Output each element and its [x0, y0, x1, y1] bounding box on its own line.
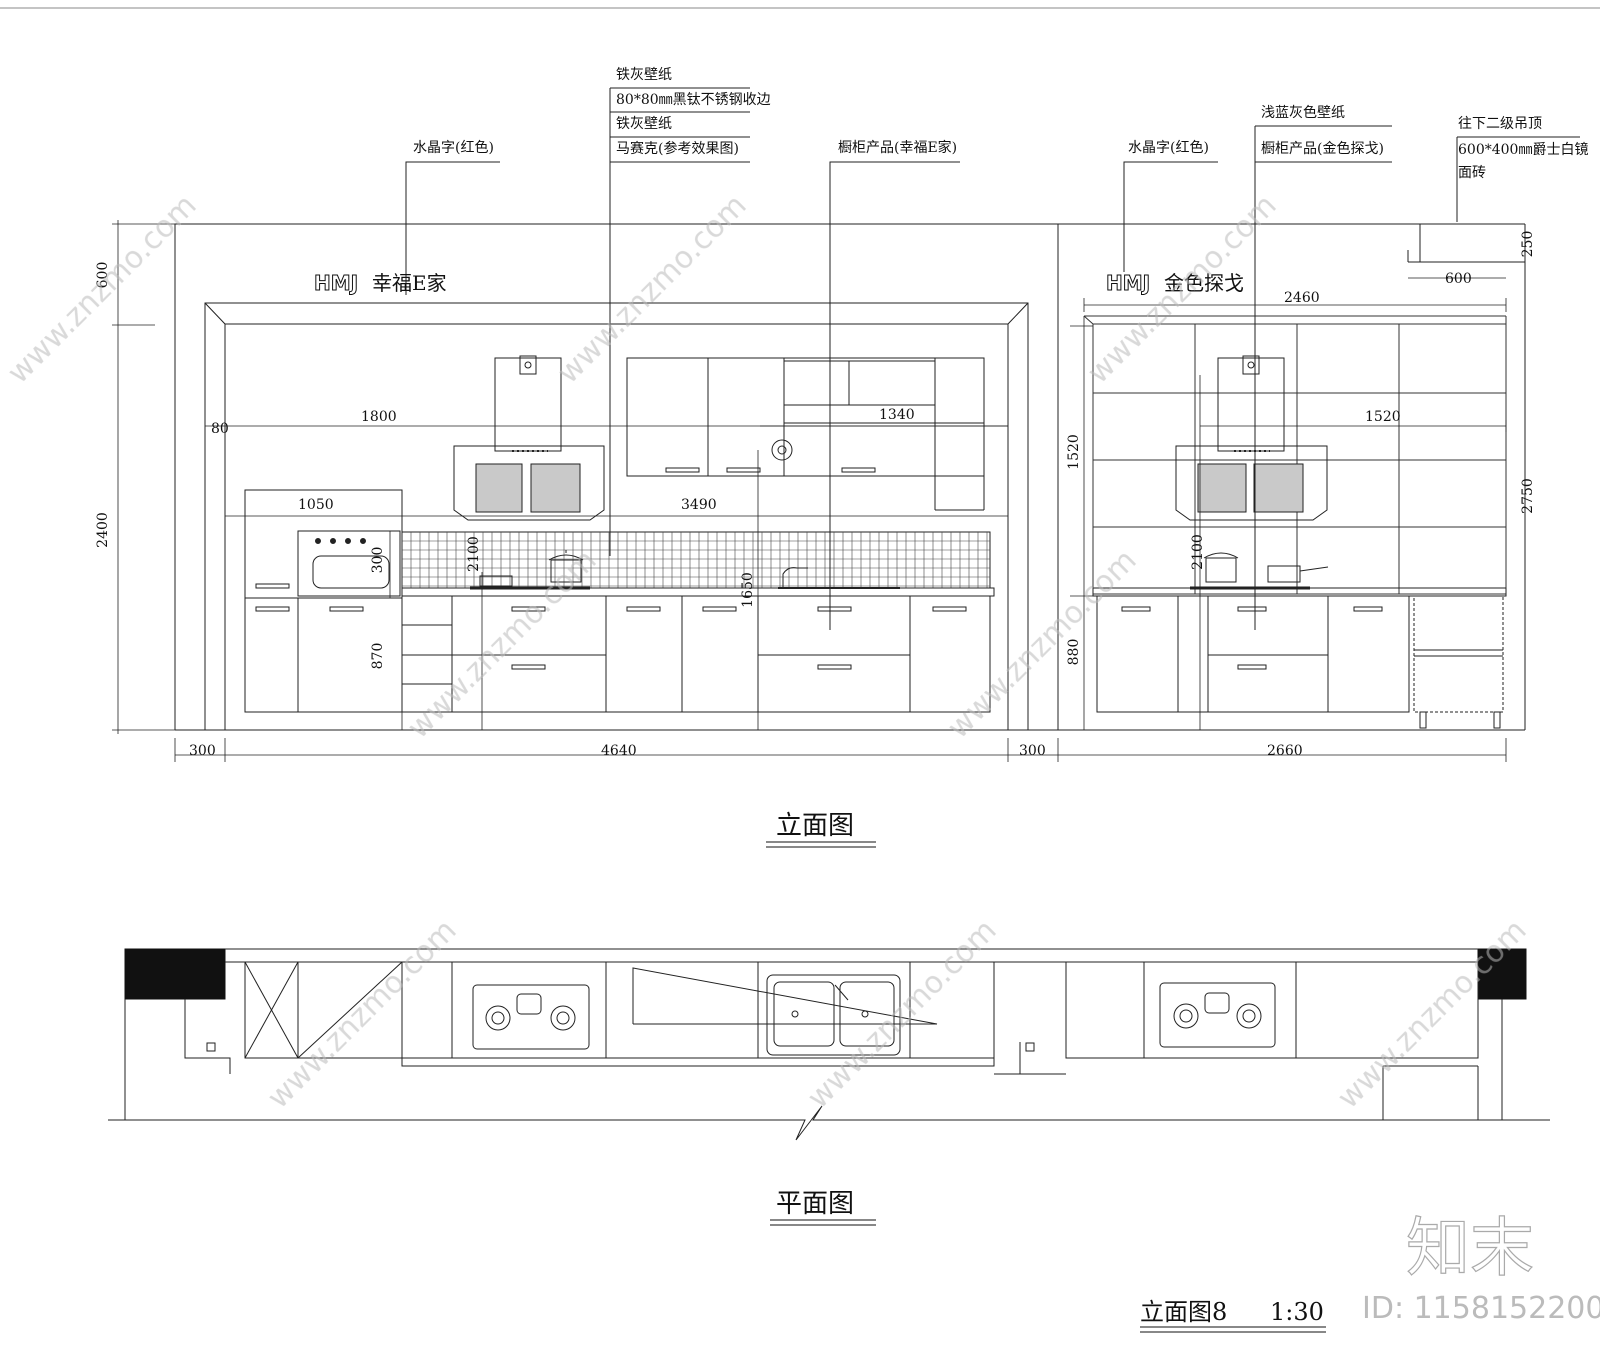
- brand-logo-right: HMJ: [1106, 271, 1150, 295]
- dim-80: 80: [211, 421, 229, 437]
- callout-ceiling-3: 面砖: [1458, 165, 1486, 181]
- base-cabinets-right: [1092, 552, 1507, 729]
- plan-title: 平面图: [776, 1189, 854, 1219]
- sink-plan: [766, 974, 901, 1056]
- sign-left: 幸福E家: [372, 271, 447, 295]
- callout-wall-1: 铁灰壁纸: [616, 67, 672, 83]
- dim-2460: 2460: [1284, 290, 1320, 306]
- left-wall-outline: [174, 223, 1059, 730]
- tall-oven-cabinet: [244, 489, 403, 713]
- dim-2100-left: 2100: [466, 536, 482, 572]
- watermark-site-8: www.znzmo.com: [1331, 913, 1534, 1116]
- dim-870: 870: [370, 643, 386, 670]
- dim-2750: 2750: [1520, 478, 1536, 514]
- dim-3490: 3490: [681, 497, 717, 513]
- dim-1520-vertical: 1520: [1066, 434, 1082, 470]
- dim-250: 250: [1520, 231, 1536, 258]
- watermark-site-4: www.znzmo.com: [401, 543, 604, 746]
- dim-600-left: 600: [95, 262, 111, 289]
- hob-plan-left: [472, 984, 590, 1050]
- base-cabinets-left: [245, 550, 995, 713]
- sheet-name: 立面图8: [1140, 1298, 1227, 1326]
- sheet-scale: 1:30: [1270, 1298, 1324, 1326]
- column-left: [124, 948, 226, 1000]
- callout-wall-right-2: 橱柜产品(金色探戈): [1261, 140, 1384, 157]
- dim-300-oven: 300: [370, 547, 386, 574]
- watermark-site-6: www.znzmo.com: [261, 913, 464, 1116]
- callout-crystal-text-left: 水晶字(红色): [413, 139, 494, 156]
- dim-1520-horizontal: 1520: [1365, 409, 1401, 425]
- dim-2660: 2660: [1267, 743, 1303, 759]
- dim-2400: 2400: [95, 512, 111, 548]
- leader-lines: [405, 87, 1580, 630]
- dim-1340: 1340: [879, 407, 915, 423]
- dim-4640: 4640: [601, 743, 637, 759]
- hob-plan-right: [1159, 982, 1276, 1048]
- callout-wall-right-1: 浅蓝灰色壁纸: [1261, 104, 1345, 121]
- dim-1050: 1050: [298, 497, 334, 513]
- plan-view: [108, 948, 1550, 1141]
- upper-cabinets-left: [626, 357, 985, 511]
- callout-wall-3: 铁灰壁纸: [616, 116, 672, 132]
- watermark-site-1: www.znzmo.com: [1, 188, 204, 391]
- dim-1800: 1800: [361, 409, 397, 425]
- sign-right: 金色探戈: [1164, 271, 1244, 295]
- trim-frame-inner: [224, 323, 1009, 730]
- watermark-id: ID: 1158152200: [1362, 1291, 1600, 1326]
- dim-600-right: 600: [1445, 271, 1472, 287]
- dimension-lines: [112, 220, 1526, 762]
- dim-2100-right: 2100: [1190, 534, 1206, 570]
- watermark-site-7: www.znzmo.com: [801, 913, 1004, 1116]
- watermark-site-2: www.znzmo.com: [551, 188, 754, 391]
- elevation-view: [112, 87, 1580, 762]
- right-wall-tiles: [1083, 315, 1507, 595]
- callout-crystal-text-right: 水晶字(红色): [1128, 139, 1209, 156]
- callout-ceiling-1: 往下二级吊顶: [1458, 116, 1542, 132]
- watermark-brand: 知末: [1406, 1212, 1534, 1286]
- dim-1650: 1650: [740, 572, 756, 608]
- elevation-title: 立面图: [776, 811, 854, 841]
- callout-wall-4: 马赛克(参考效果图): [616, 140, 739, 157]
- range-hood-left: [453, 355, 605, 521]
- brand-logo-left: HMJ: [314, 271, 358, 295]
- dim-300-left: 300: [189, 743, 216, 759]
- column-right: [1477, 948, 1527, 1000]
- dim-300-mid: 300: [1019, 743, 1046, 759]
- range-hood-right: [1175, 355, 1328, 521]
- mosaic-backsplash: [401, 531, 991, 589]
- dim-880: 880: [1066, 639, 1082, 666]
- watermark-site-5: www.znzmo.com: [941, 543, 1144, 746]
- trim-frame-outer: [204, 302, 1029, 730]
- callout-cabinet-product-left: 橱柜产品(幸福E家): [838, 139, 957, 156]
- callout-wall-2: 80*80㎜黑钛不锈钢收边: [616, 92, 771, 108]
- callout-ceiling-2: 600*400㎜爵士白镜: [1458, 142, 1588, 158]
